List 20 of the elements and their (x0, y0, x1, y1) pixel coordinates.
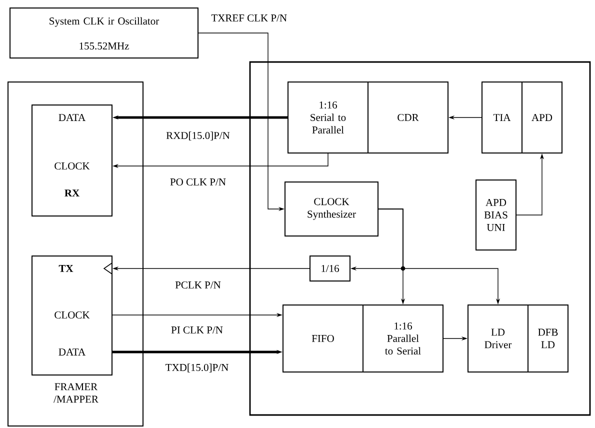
converter-box: 1:16 Parallel to Serial (362, 304, 444, 372)
edge-label: TXD[15.0]P/N (164, 362, 230, 374)
synthesizer-box: CLOCK Synthesizer (284, 182, 378, 236)
edge-label: TXREF CLK P/N (210, 13, 288, 23)
edge-label: PI CLK P/N (170, 325, 224, 335)
driver-box: LD Driver (468, 304, 528, 372)
converter-box: 1:16 Serial to Parallel (288, 82, 368, 154)
amplifier-box: TIA (482, 82, 522, 154)
laser-box: DFB LD (528, 304, 568, 372)
photodiode-box: APD (522, 82, 562, 154)
tx-interface-box: TX CLOCK DATA (32, 256, 112, 376)
module-box (249, 61, 591, 416)
fifo-box: FIFO (282, 304, 364, 372)
rx-interface-box: DATA CLOCK RX (32, 104, 112, 216)
edge-label: PCLK P/N (174, 280, 222, 290)
edge-label: RXD[15.0]P/N (165, 130, 231, 142)
oscillator-box: System CLK ir Oscillator 155.52MHz (10, 8, 198, 58)
bias-unit-box: APD BIAS UNI (476, 180, 516, 250)
edge-label: PO CLK P/N (169, 177, 227, 187)
cdr-box: CDR (368, 82, 448, 154)
